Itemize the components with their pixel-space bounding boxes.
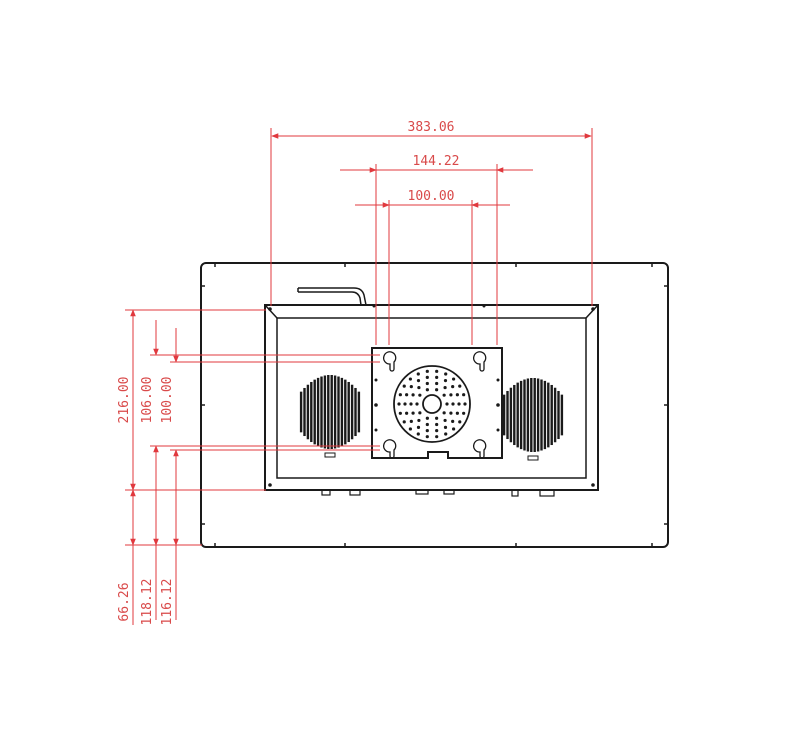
dimension-label-66: 66.26 (117, 582, 132, 621)
dimension-overall-height: 216.00 (117, 309, 136, 491)
dimension-label-383: 383.06 (408, 120, 455, 135)
right-vent-grille (502, 378, 564, 461)
dimension-label-116: 116.12 (160, 579, 175, 626)
keyhole-slot-bottom-right (473, 439, 487, 459)
dimension-label-100-horizontal: 100.00 (408, 189, 455, 204)
dimension-bottom-offsets: 66.26 118.12 116.12 (117, 446, 179, 626)
dimension-label-118: 118.12 (140, 579, 155, 626)
dimension-vesa-vertical: 100.00 (160, 328, 179, 482)
keyhole-slot-top-right (473, 351, 487, 372)
dimension-mount-height: 106.00 (140, 320, 159, 485)
vesa-mount-plate (371, 347, 503, 459)
antenna (297, 287, 367, 306)
dimension-label-106: 106.00 (140, 377, 155, 424)
dimension-label-216: 216.00 (117, 377, 132, 424)
left-vent-grille (299, 375, 361, 458)
dimension-vertical-extension-lines (125, 309, 380, 546)
keyhole-slot-top-left (383, 351, 397, 372)
keyhole-slot-bottom-left (383, 439, 397, 459)
dimension-label-144: 144.22 (413, 154, 460, 169)
outer-panel (200, 262, 669, 548)
dimension-overall-width: 383.06 (270, 120, 593, 306)
vent-hole-pattern (397, 369, 467, 439)
dimension-vesa-horizontal: 100.00 (355, 189, 510, 345)
dimension-label-100-vertical: 100.00 (160, 377, 175, 424)
dimension-mount-span: 144.22 (340, 154, 533, 345)
rear-housing (264, 304, 599, 497)
